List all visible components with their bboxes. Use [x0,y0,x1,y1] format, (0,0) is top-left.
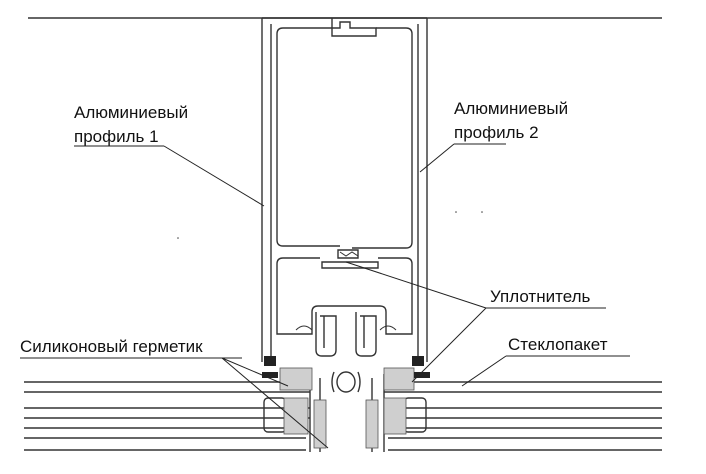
label-profile-1-line1: Алюминиевый [74,103,189,122]
label-profile-2-line1: Алюминиевый [454,99,569,118]
left-clip [315,312,337,357]
label-seal: Уплотнитель [490,287,591,306]
label-silicone-sealant: Силиконовый герметик [20,337,203,356]
sealant-right-top [383,367,415,391]
label-profile-1-line2: профиль 1 [74,127,159,146]
label-glazing-unit: Стеклопакет [508,335,608,354]
profile-connector [321,249,379,269]
sealant-left-top [279,367,313,391]
right-clip [355,312,377,357]
sealant-right-mid [383,397,407,435]
sealant-center-right [365,399,379,449]
center-gasket [336,371,356,393]
mullion-outer [261,17,428,362]
profile-2-chamber [276,257,413,335]
sealant-center-left [313,399,327,449]
label-profile-2-line2: профиль 2 [454,123,539,142]
profile-1-chamber [276,27,413,249]
glazing-unit-left [24,381,310,451]
glazing-unit-right [384,381,662,451]
spacer-right [403,397,427,433]
top-notch [331,18,377,37]
